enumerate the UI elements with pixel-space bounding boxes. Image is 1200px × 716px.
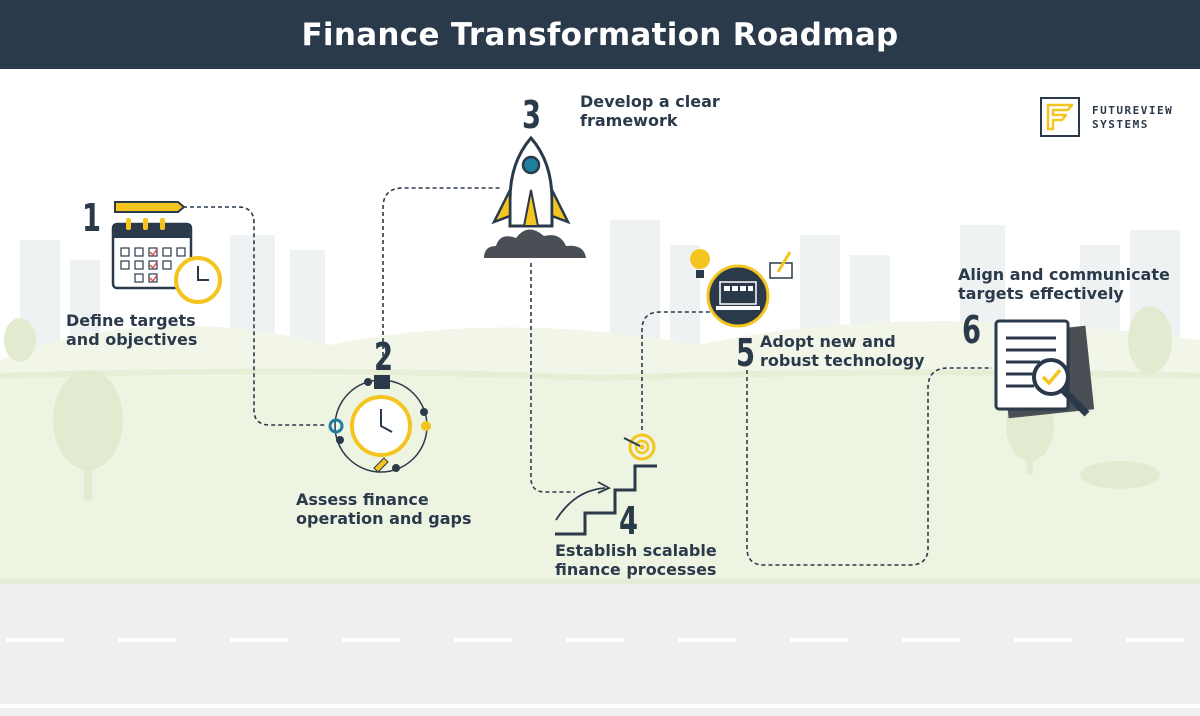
step-1-label: Define targets and objectives — [66, 311, 197, 349]
step-3-label: Develop a clear framework — [580, 92, 720, 130]
logo-line-1: FUTUREVIEW — [1092, 104, 1174, 117]
step-4-label-line1: Establish scalable — [555, 541, 717, 560]
logo-text: FUTUREVIEW SYSTEMS — [1092, 104, 1173, 132]
stairs-target-icon — [555, 433, 657, 536]
computer-icon — [690, 249, 793, 328]
step-6-label-line2: targets effectively — [958, 284, 1124, 303]
step-2-label-line2: operation and gaps — [296, 509, 472, 528]
page-title: Finance Transformation Roadmap — [301, 16, 899, 53]
step-5-number: 5 — [736, 330, 755, 375]
step-2-number: 2 — [374, 334, 393, 379]
step-3-number: 3 — [522, 92, 541, 137]
step-3-label-line1: Develop a clear — [580, 92, 720, 111]
step-3-label-line2: framework — [580, 111, 678, 130]
step-1-label-line1: Define targets — [66, 311, 196, 330]
roadmap-path — [183, 187, 992, 566]
step-1-number: 1 — [82, 195, 101, 240]
step-5-label-line2: robust technology — [760, 351, 925, 370]
step-1-label-line2: and objectives — [66, 330, 198, 349]
logo-line-2: SYSTEMS — [1092, 118, 1149, 131]
calendar-icon — [111, 201, 222, 304]
roadmap-scene: 1 2 3 4 — [0, 69, 1200, 716]
road-lane-markings — [6, 638, 1184, 642]
step-2-label-line1: Assess finance — [296, 490, 429, 509]
step-2-label: Assess finance operation and gaps — [296, 490, 472, 528]
step-6-number: 6 — [962, 307, 981, 352]
title-bar: Finance Transformation Roadmap — [0, 0, 1200, 69]
document-magnifier-icon — [994, 319, 1095, 419]
step-5-label: Adopt new and robust technology — [760, 332, 925, 370]
step-4-label-line2: finance processes — [555, 560, 717, 579]
clock-cycle-icon — [328, 375, 431, 473]
step-6-label-line1: Align and communicate — [958, 265, 1170, 284]
step-6-label: Align and communicate targets effectivel… — [958, 265, 1170, 303]
company-logo: FUTUREVIEW SYSTEMS — [1040, 97, 1172, 139]
step-5-label-line1: Adopt new and — [760, 332, 896, 351]
step-4-number: 4 — [619, 498, 638, 543]
logo-mark-icon — [1040, 97, 1080, 137]
rocket-icon — [484, 135, 586, 258]
step-4-label: Establish scalable finance processes — [555, 541, 717, 579]
